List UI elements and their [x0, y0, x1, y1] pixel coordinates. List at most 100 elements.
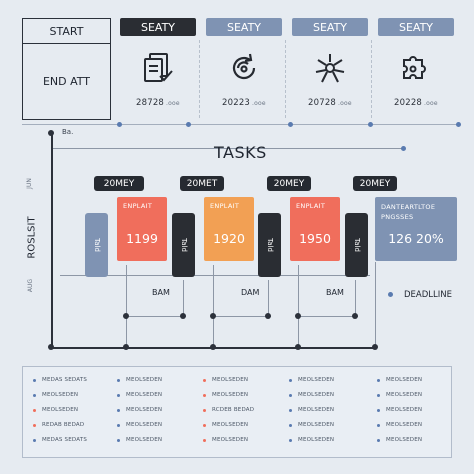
legend-item-label: MEOLSEDEN	[386, 437, 423, 443]
puzzle-settings-icon	[403, 56, 426, 79]
node-dot[interactable]	[123, 344, 129, 350]
legend-item-label: MEOLSEDEN	[126, 407, 163, 413]
bam-label-2: DAM	[241, 288, 260, 297]
tab-seaty-2[interactable]: SEATY	[206, 18, 282, 36]
connector	[298, 265, 299, 347]
legend-dot-icon	[203, 423, 206, 427]
legend-dot-icon	[33, 378, 36, 382]
pill-date-2[interactable]: 20MET	[180, 176, 224, 191]
tab-seaty-1[interactable]: SEATY	[120, 18, 196, 36]
icon-column-4[interactable]: 20228.ooe	[372, 40, 458, 118]
node-dot[interactable]	[295, 344, 301, 350]
legend-item-label: RCDEB BEDAD	[212, 407, 255, 413]
task-bar-3[interactable]: Tald	[258, 213, 281, 277]
legend-item: MEOLSEDEN	[117, 437, 162, 443]
connector	[213, 265, 214, 347]
task-card-title: ENPLAIT	[296, 202, 326, 210]
legend-item: MEOLSEDEN	[203, 422, 248, 428]
pill-date-1[interactable]: 20MEY	[94, 176, 144, 191]
rule-dot	[456, 122, 461, 127]
connector	[213, 316, 271, 317]
legend-item: MEOLSEDEN	[33, 392, 78, 398]
pill-date-4[interactable]: 20MEY	[353, 176, 397, 191]
icon-column-2[interactable]: 20223.ooe	[200, 40, 286, 118]
start-cell[interactable]: START	[23, 19, 110, 44]
node-dot[interactable]	[352, 313, 358, 319]
legend-item-label: MEOLSEDEN	[126, 422, 163, 428]
branch-dot	[401, 146, 406, 151]
rule-dot	[368, 122, 373, 127]
task-bar-4[interactable]: Tald	[345, 213, 368, 277]
end-cell[interactable]: END ATT	[23, 44, 110, 119]
legend-item-label: MEOLSEDEN	[298, 437, 335, 443]
bam-label-1: BAM	[152, 288, 170, 297]
legend-item: MEOLSEDEN	[289, 437, 334, 443]
task-card-1[interactable]: ENPLAIT 1199	[117, 197, 167, 261]
legend-item-label: REDAB BEDAD	[42, 422, 85, 428]
icon-column-1[interactable]: 28728.ooe	[114, 40, 200, 118]
legend-item-label: MEOLSEDEN	[386, 422, 423, 428]
legend-item-label: MEOLSEDEN	[298, 422, 335, 428]
deadline-label: DEADLLINE	[404, 290, 452, 300]
task-card-2[interactable]: ENPLAIT 1920	[204, 197, 254, 261]
task-card-value: 1950	[299, 231, 331, 246]
node-dot[interactable]	[210, 313, 216, 319]
legend-item-label: MEOLSEDEN	[212, 377, 249, 383]
legend-dot-icon	[289, 438, 292, 442]
task-card-3[interactable]: ENPLAIT 1950	[290, 197, 340, 261]
legend-dot-icon	[377, 438, 380, 442]
timeline-marker-label: Ba.	[62, 128, 74, 136]
timeline-axis	[51, 133, 53, 349]
side-label-aug: AUG	[27, 278, 35, 293]
node-dot[interactable]	[48, 344, 54, 350]
icon-date-2: 20223.ooe	[222, 98, 266, 108]
node-dot[interactable]	[210, 344, 216, 350]
node-dot[interactable]	[180, 313, 186, 319]
connector	[126, 265, 127, 347]
legend-dot-icon	[117, 438, 120, 442]
legend-item-label: MEOLSEDEN	[126, 392, 163, 398]
legend-item-label: MEOLSEDEN	[126, 437, 163, 443]
legend-dot-icon	[377, 423, 380, 427]
legend-item-label: MEOLSEDEN	[212, 422, 249, 428]
task-card-4[interactable]: DANTEARTLTOE PNGSSES 126 20%	[375, 197, 457, 261]
task-bar-2[interactable]: Tald	[172, 213, 195, 277]
legend-dot-icon	[117, 393, 120, 397]
end-label: END ATT	[42, 75, 91, 88]
branch-line	[53, 148, 403, 149]
legend-item: MEOLSEDEN	[117, 407, 162, 413]
task-bar-label: Tald	[92, 238, 101, 252]
node-dot[interactable]	[372, 344, 378, 350]
legend-item-label: MEDAS SEDATS	[42, 377, 88, 383]
legend-item: MEOLSEDEN	[203, 377, 248, 383]
node-dot[interactable]	[265, 313, 271, 319]
task-card-value: 126 20%	[388, 231, 444, 246]
task-bar-label: Tald	[179, 238, 188, 252]
connector	[355, 280, 356, 318]
pill-date-3[interactable]: 20MEY	[267, 176, 311, 191]
legend-dot-icon	[33, 438, 36, 442]
tab-seaty-3[interactable]: SEATY	[292, 18, 368, 36]
task-bar-1[interactable]: Tald	[85, 213, 108, 277]
legend-item-label: MEOLSEDEN	[386, 392, 423, 398]
connector	[126, 316, 186, 317]
legend-item: RCDEB BEDAD	[203, 407, 254, 413]
node-dot[interactable]	[123, 313, 129, 319]
legend-item: MEOLSEDEN	[289, 407, 334, 413]
legend-item: MEOLSEDEN	[33, 407, 78, 413]
legend-item-label: MEOLSEDEN	[126, 377, 163, 383]
node-dot[interactable]	[295, 313, 301, 319]
legend-item: MEOLSEDEN	[377, 392, 422, 398]
tab-label: SEATY	[226, 20, 262, 34]
legend-item: MEOLSEDEN	[377, 407, 422, 413]
task-bar-label: Tald	[265, 238, 274, 252]
tab-seaty-4[interactable]: SEATY	[378, 18, 454, 36]
rule-dot	[288, 122, 293, 127]
legend-item-label: MEOLSEDEN	[298, 407, 335, 413]
legend-item-label: MEOLSEDEN	[42, 392, 79, 398]
legend-dot-icon	[377, 393, 380, 397]
task-card-title: ENPLAIT	[210, 202, 240, 210]
legend-item-label: MEOLSEDEN	[386, 377, 423, 383]
icon-column-3[interactable]: 20728.ooe	[286, 40, 372, 118]
legend-item: MEOLSEDEN	[289, 377, 334, 383]
